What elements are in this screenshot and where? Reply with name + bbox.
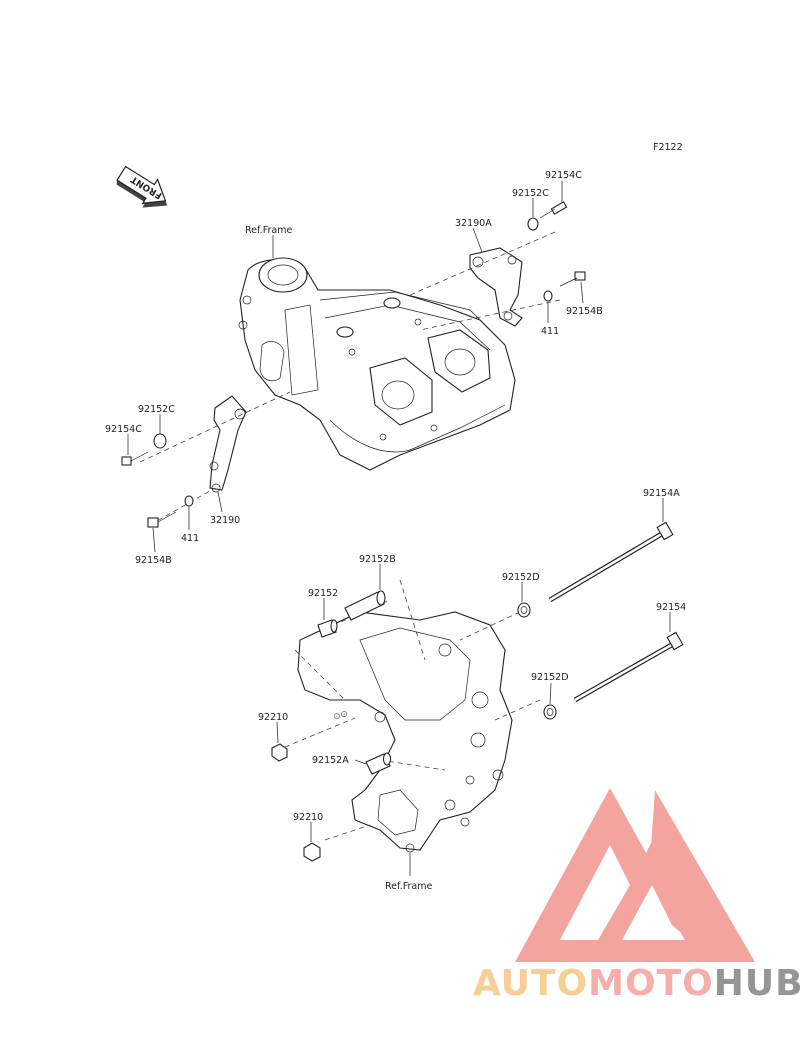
nut-92210-upper-icon xyxy=(271,743,288,762)
nut-92210-lower-icon xyxy=(303,842,321,862)
washer-92152c-right-icon xyxy=(527,217,539,231)
watermark-mark-icon xyxy=(515,788,755,962)
washer-92152d-upper-icon xyxy=(517,602,531,618)
engine-illustration: ⊙⊙ xyxy=(297,611,513,853)
label-32190: 32190 xyxy=(210,515,240,526)
label-ref-frame-bottom: Ref.Frame xyxy=(385,881,432,892)
label-92154b-left: 92154B xyxy=(135,555,172,566)
label-92152a: 92152A xyxy=(312,755,349,766)
svg-text:AUTOMOTOHUB: AUTOMOTOHUB xyxy=(473,963,800,1004)
label-411-left: 411 xyxy=(181,533,199,544)
watermark-word-auto: AUTO xyxy=(473,963,588,1004)
collar-92152a-icon xyxy=(365,752,392,775)
washer-411-left-icon xyxy=(184,495,194,507)
label-92152d-lower: 92152D xyxy=(531,672,569,683)
label-92152b: 92152B xyxy=(359,554,396,565)
frame-illustration xyxy=(238,257,516,471)
washer-92152d-lower-icon xyxy=(543,704,557,720)
collar-92152-icon xyxy=(317,619,338,638)
watermark-word-moto: MOTO xyxy=(588,963,714,1004)
label-92154: 92154 xyxy=(656,602,686,613)
label-411-right: 411 xyxy=(541,326,559,337)
washer-411-right-icon xyxy=(543,290,553,302)
label-92154c-right: 92154C xyxy=(545,170,582,181)
watermark-logo: AUTOMOTOHUB xyxy=(473,788,800,1004)
label-ref-frame-top: Ref.Frame xyxy=(245,225,292,236)
bolt-92154b-right-icon xyxy=(559,271,586,287)
label-92152c-right: 92152C xyxy=(512,188,549,199)
label-92152c-left: 92152C xyxy=(138,404,175,415)
label-92152: 92152 xyxy=(308,588,338,599)
collar-92152b-icon xyxy=(344,590,386,621)
washer-92152c-left-icon xyxy=(153,433,167,449)
label-92210-lower: 92210 xyxy=(293,812,323,823)
svg-text:⊙⊙: ⊙⊙ xyxy=(332,709,349,723)
label-92154b-right: 92154B xyxy=(566,306,603,317)
front-arrow-icon: FRONT xyxy=(116,165,168,208)
bolt-92154c-right-icon xyxy=(539,201,568,219)
label-92210-upper: 92210 xyxy=(258,712,288,723)
bolt-92154-icon xyxy=(573,631,684,703)
bolt-92154c-left-icon xyxy=(121,451,149,466)
bolt-92154b-left-icon xyxy=(147,511,177,528)
bolt-92154a-icon xyxy=(548,521,674,603)
bracket-32190a xyxy=(469,247,523,327)
label-32190a: 32190A xyxy=(455,218,492,229)
watermark-word-hub: HUB xyxy=(714,963,800,1004)
bracket-32190 xyxy=(209,395,247,493)
figure-code: F2122 xyxy=(653,142,683,153)
label-92152d-upper: 92152D xyxy=(502,572,540,583)
label-92154a: 92154A xyxy=(643,488,680,499)
label-92154c-left: 92154C xyxy=(105,424,142,435)
